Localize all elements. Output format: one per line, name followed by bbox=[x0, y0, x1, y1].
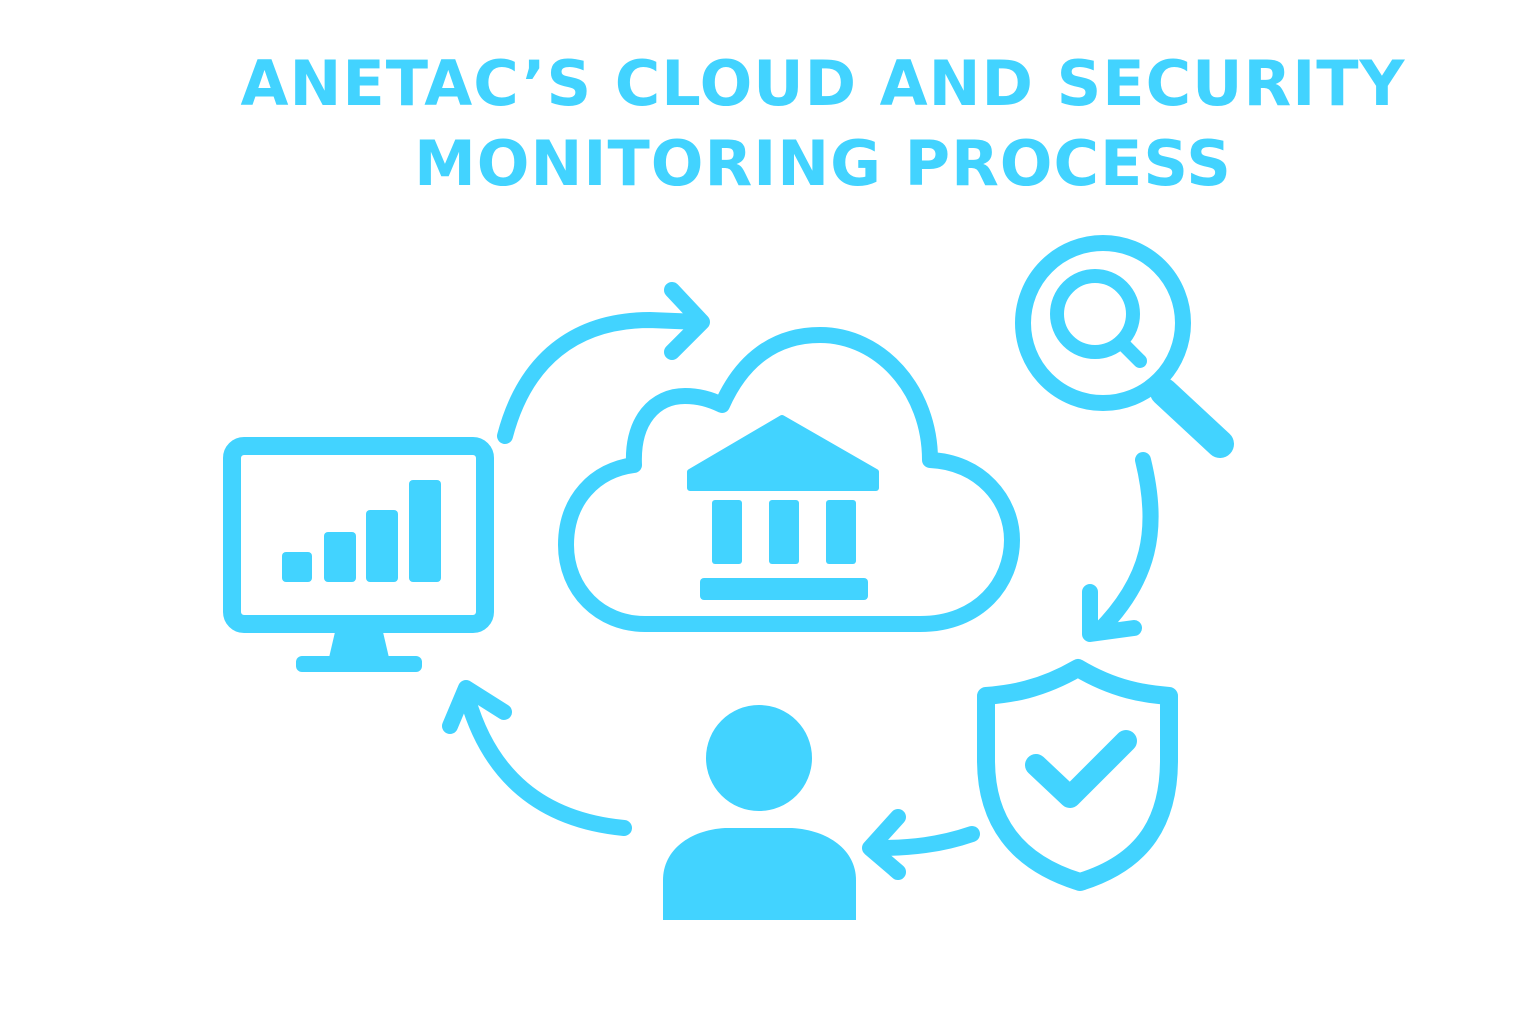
arrow-user-to-monitor bbox=[442, 680, 632, 836]
shield-check-icon bbox=[977, 659, 1178, 891]
title-line-1: ANETAC’S CLOUD AND SECURITY bbox=[240, 47, 1406, 120]
title-line-2: MONITORING PROCESS bbox=[414, 127, 1232, 200]
user-icon bbox=[663, 705, 856, 920]
arrow-search-to-shield bbox=[1082, 452, 1159, 642]
arrow-shield-to-user bbox=[862, 809, 980, 880]
magnifier-icon bbox=[1015, 235, 1234, 458]
arrow-monitor-to-cloud bbox=[497, 282, 710, 444]
cloud-bank-icon bbox=[558, 327, 1020, 632]
monitor-bar-chart-icon bbox=[223, 437, 494, 672]
diagram-title: ANETAC’S CLOUD AND SECURITY MONITORING P… bbox=[0, 44, 1536, 204]
